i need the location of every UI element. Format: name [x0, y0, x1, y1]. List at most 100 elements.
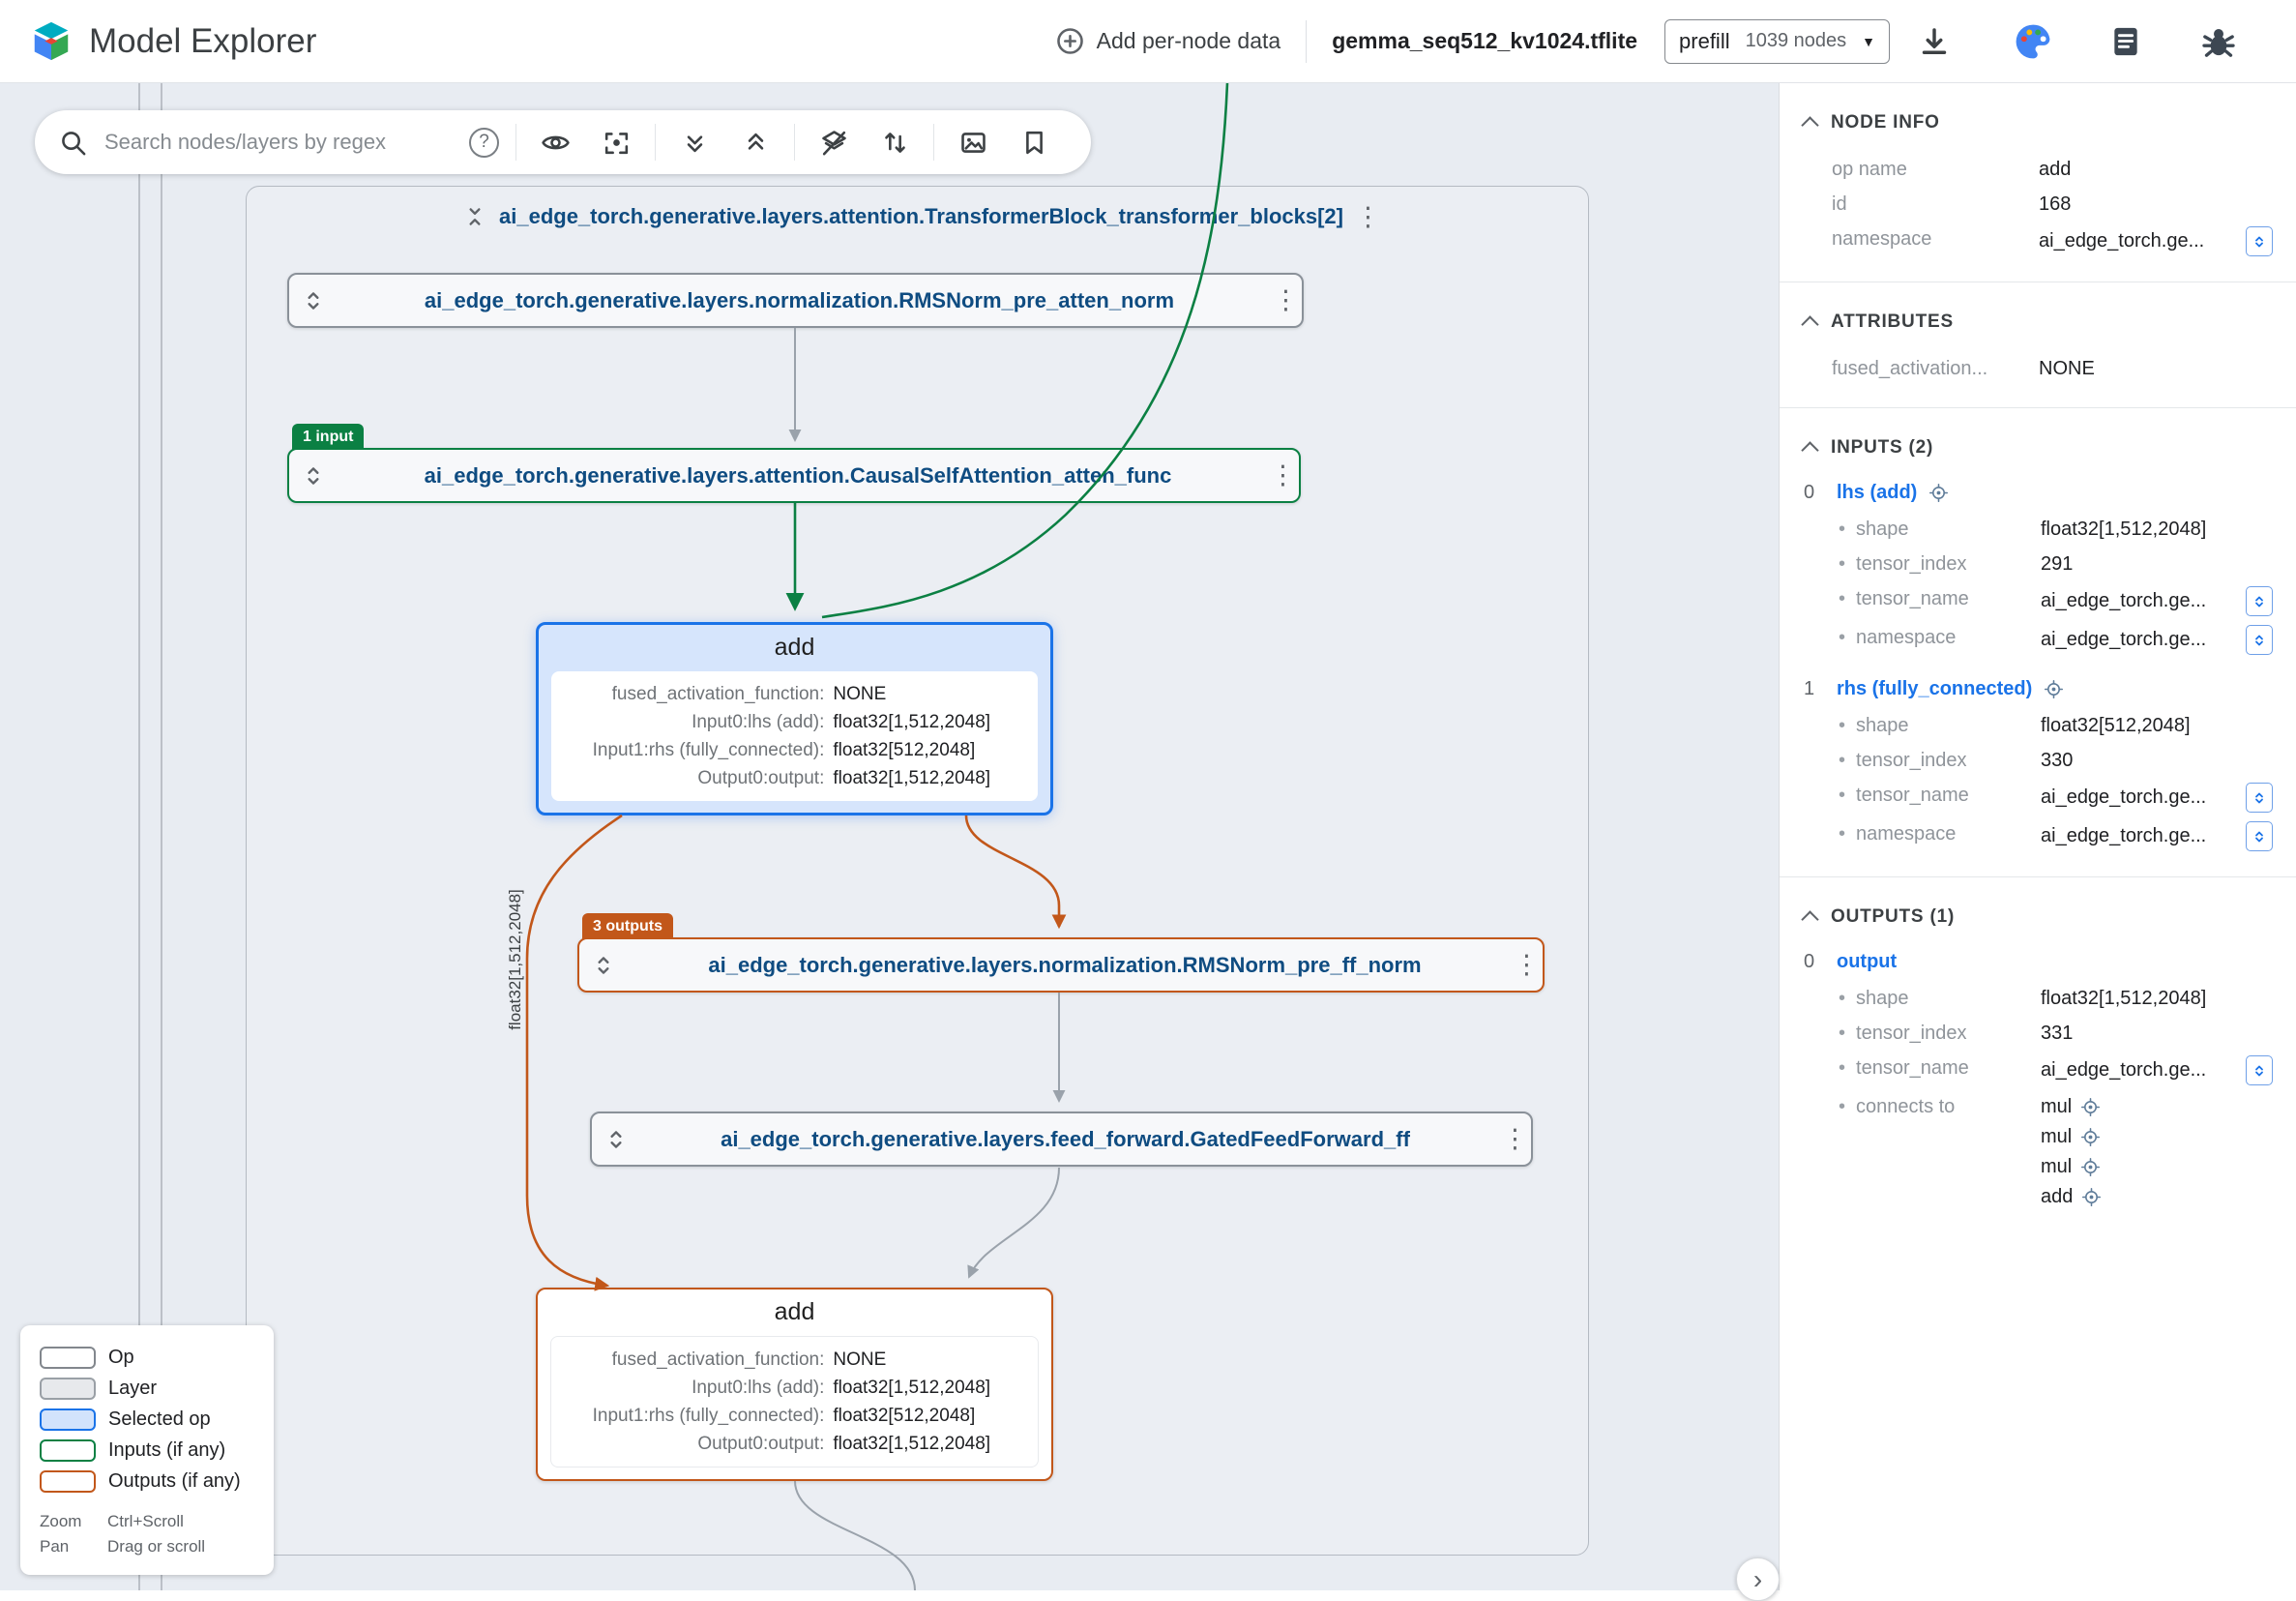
section-header[interactable]: OUTPUTS (1) [1801, 906, 2277, 929]
edge-tensor-label: float32[1,512,2048] [506, 889, 524, 1030]
io-index: 0 [1804, 951, 1815, 972]
export-image-button[interactable] [951, 120, 995, 164]
connects-to-item[interactable]: mul [2041, 1154, 2101, 1180]
field-value: 331 [2041, 1023, 2074, 1044]
op-node-add-selected[interactable]: add fused_activation_function:NONE Input… [536, 622, 1053, 815]
locate-node-icon[interactable] [2080, 1157, 2101, 1177]
graph-canvas[interactable]: ai_edge_torch.generative.layers.attentio… [0, 83, 1779, 1590]
field-value: float32[1,512,2048] [2041, 519, 2207, 540]
field-label: tensor_index [1856, 553, 1967, 575]
connects-to-name: add [2041, 1186, 2074, 1207]
collapse-section-icon [1801, 910, 1819, 929]
search-input[interactable] [104, 130, 453, 155]
layer-node-gated-ff[interactable]: ai_edge_torch.generative.layers.feed_for… [590, 1112, 1533, 1167]
op-node-add-bottom[interactable]: add fused_activation_function:NONE Input… [536, 1288, 1053, 1481]
selected-op-swatch [40, 1408, 96, 1431]
field-label: tensor_index [1856, 1023, 1967, 1044]
locate-node-icon[interactable] [2044, 679, 2064, 699]
outputs-badge: 3 outputs [582, 913, 673, 939]
expand-text-button[interactable] [2246, 783, 2273, 813]
field-row: •shape float32[1,512,2048] [1839, 986, 2277, 1012]
expand-text-button[interactable] [2246, 586, 2273, 616]
expand-layer-icon[interactable] [301, 463, 326, 489]
field-label: tensor_index [1856, 750, 1967, 771]
hint-gesture: Drag or scroll [107, 1537, 206, 1556]
connects-to-item[interactable]: mul [2041, 1094, 2101, 1120]
connects-to-item[interactable]: mul [2041, 1124, 2101, 1150]
collapse-panel-button[interactable]: › [1736, 1557, 1780, 1601]
field-row: •tensor_index 331 [1839, 1021, 2277, 1047]
row-value: 168 [2039, 193, 2072, 215]
expand-text-button[interactable] [2246, 226, 2273, 256]
expand-layer-icon[interactable] [591, 953, 616, 978]
node-menu-icon[interactable]: ⋮ [1270, 460, 1296, 489]
swap-vert-icon [884, 132, 905, 153]
collapse-all-layers-button[interactable] [733, 120, 778, 164]
section-header[interactable]: NODE INFO [1801, 112, 2277, 134]
collapse-layer-icon[interactable] [462, 204, 487, 229]
graph-selector-dropdown[interactable]: prefill 1039 nodes ▼ [1664, 18, 1890, 64]
app-title: Model Explorer [89, 21, 317, 60]
theme-palette-button[interactable] [2012, 20, 2054, 63]
connects-to-item[interactable]: add [2041, 1184, 2102, 1210]
io-index: 1 [1804, 678, 1815, 699]
node-menu-icon[interactable]: ⋮ [1514, 950, 1540, 979]
expand-text-button[interactable] [2246, 821, 2273, 851]
field-row: •namespace ai_edge_torch.ge... [1839, 625, 2277, 655]
add-per-node-data-button[interactable]: Add per-node data [1055, 26, 1280, 56]
container-menu-icon[interactable]: ⋮ [1355, 201, 1381, 231]
layer-node-pre-atten-norm[interactable]: ai_edge_torch.generative.layers.normaliz… [287, 273, 1304, 328]
search-help-icon[interactable]: ? [469, 127, 499, 158]
bullet-icon: • [1839, 588, 1846, 609]
legend-item-outputs: Outputs (if any) [40, 1466, 254, 1497]
reorder-button[interactable] [872, 120, 917, 164]
section-header[interactable]: ATTRIBUTES [1801, 311, 2277, 334]
info-row: op name add [1832, 157, 2277, 183]
layer-node-atten-func[interactable]: 1 input ai_edge_torch.generative.layers.… [287, 424, 1301, 503]
row-label: fused_activation... [1832, 358, 1988, 379]
expand-all-layers-button[interactable] [672, 120, 717, 164]
top-bar: Model Explorer Add per-node data gemma_s… [0, 0, 2296, 83]
io-name-link[interactable]: output [1837, 951, 1898, 972]
eye-icon [541, 135, 570, 149]
field-label: shape [1856, 519, 1909, 540]
bullet-icon: • [1839, 823, 1846, 845]
download-button[interactable] [1913, 20, 1956, 63]
section-title: ATTRIBUTES [1831, 311, 1954, 332]
expand-text-button[interactable] [2246, 625, 2273, 655]
node-menu-icon[interactable]: ⋮ [1273, 285, 1299, 314]
io-name-link[interactable]: lhs (add) [1837, 482, 1918, 503]
bookmark-button[interactable] [1012, 120, 1056, 164]
selected-graph-name: prefill [1679, 28, 1730, 53]
layers-off-icon [821, 130, 846, 155]
layer-node-label: ai_edge_torch.generative.layers.normaliz… [708, 952, 1422, 977]
expand-layer-icon[interactable] [603, 1127, 629, 1152]
toggle-visibility-button[interactable] [533, 120, 577, 164]
io-name-link[interactable]: rhs (fully_connected) [1837, 678, 2033, 699]
locate-node-icon[interactable] [1928, 483, 1949, 503]
locate-node-icon[interactable] [2080, 1127, 2101, 1147]
row-value: add [2039, 159, 2072, 180]
info-row: fused_activation... NONE [1832, 356, 2277, 382]
container-label: ai_edge_torch.generative.layers.attentio… [499, 204, 1343, 228]
fit-to-screen-button[interactable] [594, 120, 638, 164]
double-chevron-up-icon [748, 133, 763, 150]
locate-node-icon[interactable] [2081, 1187, 2102, 1207]
field-row: •tensor_index 291 [1839, 551, 2277, 578]
locate-node-icon[interactable] [2080, 1097, 2101, 1117]
layer-node-pre-ff-norm[interactable]: 3 outputs ai_edge_torch.generative.layer… [577, 913, 1545, 993]
section-header[interactable]: INPUTS (2) [1801, 437, 2277, 460]
docs-button[interactable] [2105, 20, 2147, 63]
bullet-icon: • [1839, 1057, 1846, 1079]
info-row: namespace ai_edge_torch.ge... [1832, 226, 2277, 256]
field-row: •tensor_name ai_edge_torch.ge... [1839, 1055, 2277, 1085]
expand-layer-icon[interactable] [301, 288, 326, 313]
toolbar-divider [655, 124, 656, 161]
node-menu-icon[interactable]: ⋮ [1502, 1124, 1528, 1153]
legend-label: Outputs (if any) [108, 1469, 241, 1492]
report-bug-button[interactable] [2197, 20, 2240, 63]
expand-text-button[interactable] [2246, 1055, 2273, 1085]
bullet-icon: • [1839, 553, 1846, 575]
graph-toolbar: ? [35, 110, 1091, 174]
flatten-layers-button[interactable] [811, 120, 856, 164]
